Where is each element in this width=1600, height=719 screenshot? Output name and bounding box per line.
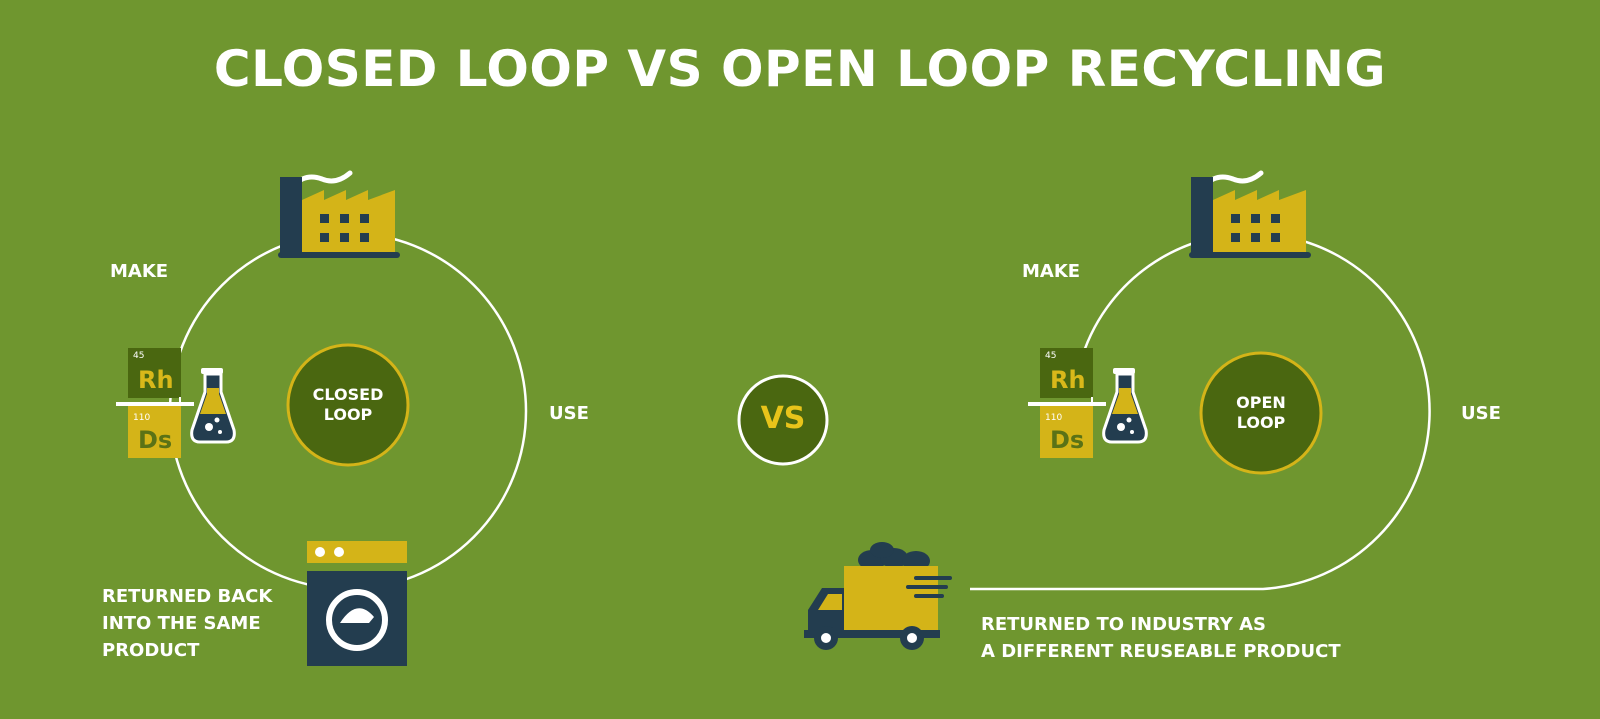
closed-loop-group <box>116 170 528 666</box>
open-loop-center-label: OPEN LOOP <box>1236 393 1286 432</box>
element-tiles <box>1028 348 1106 458</box>
page-title: CLOSED LOOP VS OPEN LOOP RECYCLING <box>213 40 1387 98</box>
element-symbol-rh: Rh <box>1050 366 1086 394</box>
closed-loop-center-disc <box>286 343 410 467</box>
closed-loop-center-label: CLOSED LOOP <box>312 385 384 424</box>
closed-return-text: RETURNED BACK INTO THE SAME PRODUCT <box>102 586 273 661</box>
element-number-ds: 110 <box>133 413 151 423</box>
open-loop-path <box>970 232 1431 591</box>
flask-icon <box>190 368 236 444</box>
element-symbol-rh: Rh <box>138 366 174 394</box>
factory-icon <box>1189 170 1311 258</box>
element-number-rh: 45 <box>1045 351 1057 361</box>
open-make-label: MAKE <box>1022 261 1081 282</box>
element-symbol-ds: Ds <box>138 426 173 454</box>
closed-make-label: MAKE <box>110 261 169 282</box>
open-return-text: RETURNED TO INDUSTRY AS A DIFFERENT REUS… <box>981 614 1341 662</box>
factory-icon <box>278 170 400 258</box>
closed-use-label: USE <box>549 403 589 424</box>
washing-machine-icon <box>307 541 407 666</box>
element-number-ds: 110 <box>1045 413 1063 423</box>
vs-label: VS <box>760 401 806 436</box>
element-number-rh: 45 <box>133 351 145 361</box>
delivery-truck-icon <box>804 542 952 650</box>
element-symbol-ds: Ds <box>1050 426 1085 454</box>
open-loop-center-disc <box>1199 351 1323 475</box>
open-use-label: USE <box>1461 403 1501 424</box>
flask-icon <box>1102 368 1148 444</box>
element-tiles <box>116 348 194 458</box>
vs-badge <box>737 374 829 466</box>
open-loop-group <box>804 170 1431 650</box>
